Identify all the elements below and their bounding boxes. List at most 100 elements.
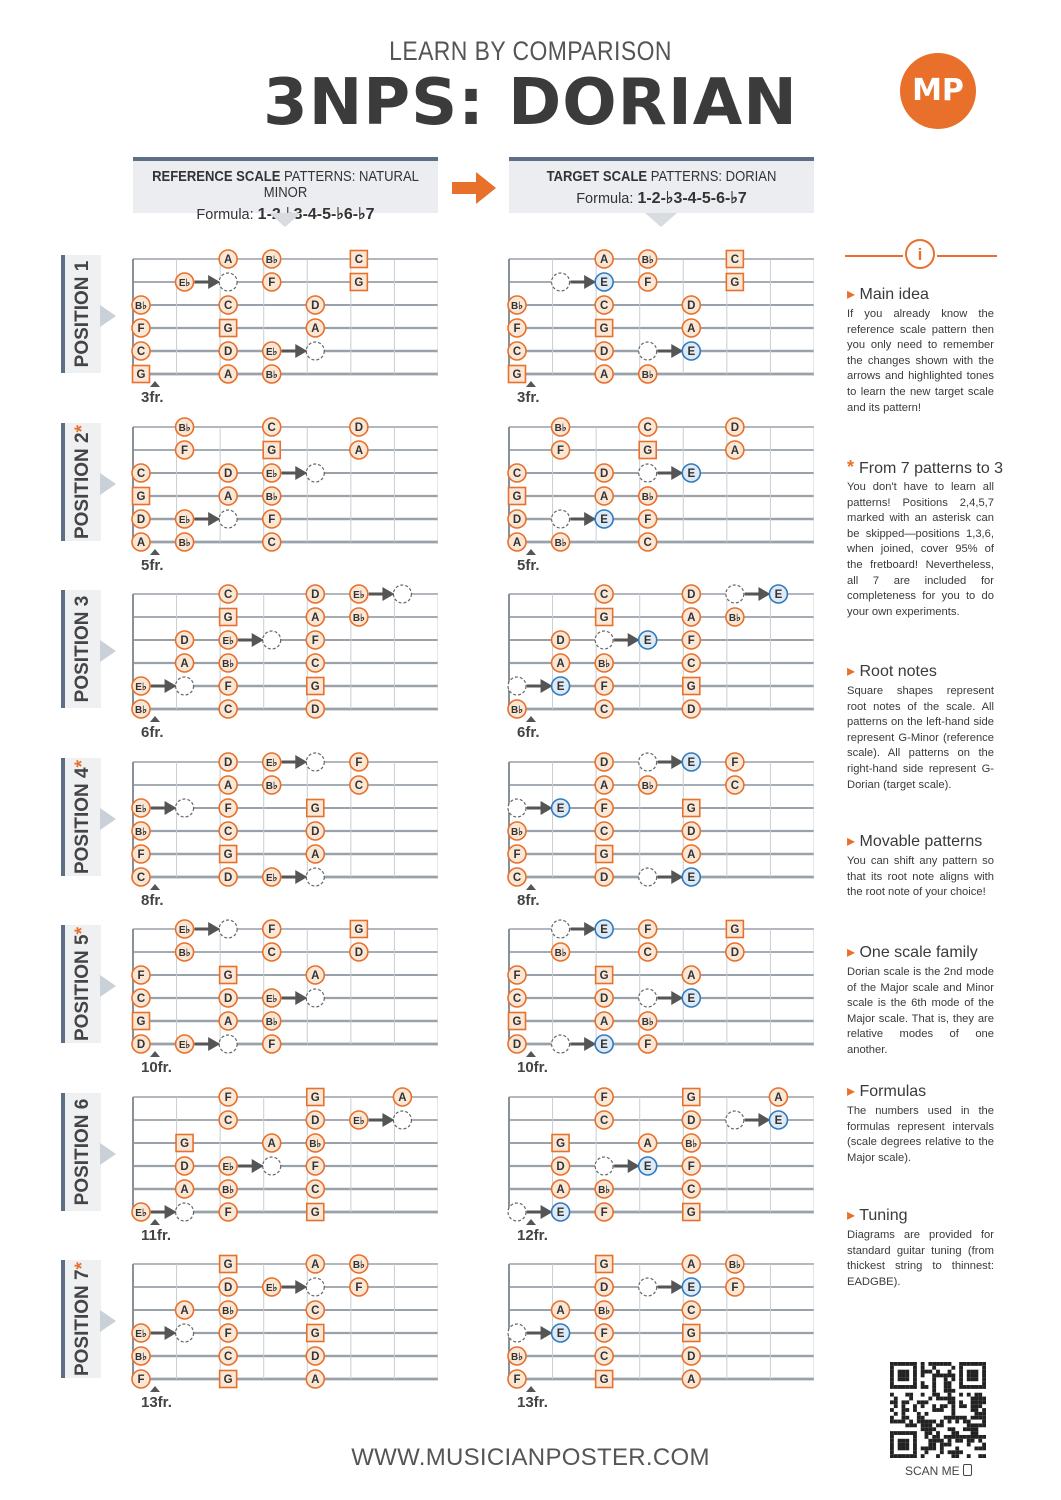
right-fret-label: 5fr. [517, 556, 540, 574]
svg-text:C: C [600, 1351, 608, 1363]
note-marker: B♭ [131, 1346, 151, 1366]
note-marker: D [725, 942, 745, 962]
svg-text:A: A [600, 1016, 608, 1028]
svg-text:A: A [311, 849, 319, 861]
svg-text:G: G [137, 1016, 146, 1028]
note-marker: C [594, 584, 614, 604]
svg-text:G: G [224, 1259, 233, 1271]
qr-code[interactable] [890, 1362, 986, 1458]
root-note-marker: G [218, 318, 238, 338]
note-marker: F [594, 797, 614, 818]
note-marker: B♭ [349, 607, 369, 627]
svg-text:G: G [643, 445, 652, 457]
note-marker: B♭ [174, 416, 195, 437]
svg-text:D: D [311, 300, 319, 312]
svg-text:B♭: B♭ [135, 827, 147, 838]
root-note-marker: G [681, 1087, 701, 1106]
change-arrow [281, 462, 325, 483]
info-text: Dorian scale is the 2nd mode of the Majo… [847, 966, 994, 1056]
note-marker: C [507, 341, 527, 361]
note-marker: B♭ [550, 531, 571, 552]
svg-text:B♭: B♭ [266, 781, 278, 792]
note-marker: D [174, 1155, 195, 1176]
root-note-marker: G [305, 676, 325, 696]
svg-text:F: F [268, 514, 275, 526]
note-marker: C [594, 1346, 614, 1366]
svg-text:F: F [312, 635, 319, 647]
change-arrow [151, 1201, 195, 1222]
svg-text:D: D [731, 422, 739, 434]
change-arrow [638, 1277, 684, 1297]
note-marker: E♭ [261, 341, 282, 361]
svg-text:B♭: B♭ [266, 370, 278, 381]
note-marker: C [305, 1300, 326, 1320]
change-arrow [238, 630, 282, 650]
svg-text:A: A [556, 1305, 564, 1317]
root-note-marker: G [218, 1254, 238, 1274]
svg-text:D: D [687, 704, 695, 716]
triangle-bullet-icon: ▸ [847, 1083, 860, 1100]
svg-text:B♭: B♭ [309, 1139, 321, 1150]
svg-text:C: C [224, 589, 232, 601]
root-note-marker: G [305, 1323, 325, 1343]
position-label-bar: POSITION 5* [61, 925, 101, 1043]
note-marker: D [131, 508, 151, 529]
svg-text:A: A [513, 537, 521, 549]
svg-text:F: F [225, 1092, 232, 1104]
position-pointer [100, 807, 116, 830]
svg-text:D: D [600, 468, 608, 480]
note-marker: A [768, 1086, 789, 1107]
note-marker: D [681, 1346, 702, 1366]
svg-text:F: F [644, 1039, 651, 1051]
note-marker: F [681, 630, 702, 650]
svg-text:F: F [268, 277, 275, 289]
svg-text:B♭: B♭ [179, 538, 191, 549]
position-label: POSITION 3 [72, 595, 93, 703]
note-marker: D [507, 508, 527, 529]
svg-text:A: A [311, 323, 319, 335]
svg-text:G: G [600, 323, 609, 335]
brand-logo[interactable]: MP [900, 53, 976, 129]
note-marker: A [594, 249, 614, 269]
note-marker: D [550, 630, 571, 650]
note-marker: D [681, 1109, 702, 1130]
svg-text:D: D [355, 422, 363, 434]
note-marker: F [594, 1201, 614, 1222]
website-link[interactable]: WWW.MUSICIANPOSTER.COM [351, 1444, 710, 1471]
root-note-marker: G [594, 1254, 614, 1274]
note-marker: D [681, 584, 702, 604]
svg-text:A: A [687, 970, 695, 982]
change-arrow [550, 508, 597, 529]
svg-text:G: G [600, 612, 609, 624]
note-marker: F [131, 843, 151, 864]
position-label: POSITION 4* [72, 759, 93, 874]
svg-text:B♭: B♭ [729, 613, 741, 624]
svg-text:G: G [730, 924, 739, 936]
changed-note-marker: E [594, 1034, 614, 1054]
svg-text:A: A [224, 780, 232, 792]
svg-text:E: E [600, 277, 608, 289]
changed-note-marker: E [550, 676, 571, 696]
svg-text:E♭: E♭ [353, 1116, 365, 1127]
logo-text: MP [912, 73, 964, 108]
svg-text:E: E [687, 872, 695, 884]
note-marker: D [218, 341, 238, 361]
asterisk-icon: * [847, 457, 860, 477]
target-formula: Formula: 1-2-♭3-4-5-6-♭7 [576, 190, 747, 207]
svg-text:G: G [137, 491, 146, 503]
note-marker: C [637, 942, 658, 962]
svg-text:C: C [224, 704, 232, 716]
svg-text:F: F [181, 445, 188, 457]
svg-text:B♭: B♭ [642, 492, 654, 503]
root-note-marker: G [681, 1202, 701, 1221]
note-marker: F [637, 508, 658, 529]
svg-text:E♭: E♭ [179, 278, 191, 289]
note-marker: C [507, 462, 527, 483]
svg-text:E: E [687, 993, 695, 1005]
svg-text:C: C [355, 254, 363, 266]
note-marker: B♭ [261, 774, 282, 795]
svg-text:E: E [644, 1161, 652, 1173]
svg-text:D: D [311, 704, 319, 716]
note-marker: A [681, 965, 702, 985]
